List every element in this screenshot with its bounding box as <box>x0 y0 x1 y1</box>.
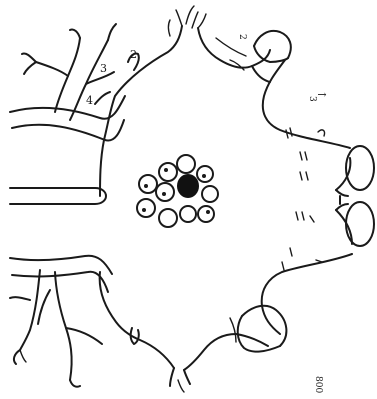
axon-process <box>10 188 106 204</box>
label-branch-a: 3 <box>100 62 107 75</box>
top-right-cylinder <box>216 31 291 82</box>
right-cut-processes <box>336 146 374 246</box>
dark-nucleolus <box>177 174 199 198</box>
top-processes <box>128 6 206 70</box>
label-side-2: 2 <box>237 34 247 40</box>
surface-marks <box>282 128 325 270</box>
nucleus-cluster <box>137 155 218 227</box>
label-process-top: 2 <box>130 48 137 61</box>
label-branch-b: 4 <box>86 94 93 107</box>
bottom-right-cylinder <box>230 306 286 352</box>
cell-body-outline <box>100 26 352 370</box>
lower-left-branches <box>10 256 112 387</box>
bottom-processes <box>20 328 190 392</box>
label-side-1: 3 <box>307 96 317 102</box>
label-scale: 800 <box>313 376 323 393</box>
